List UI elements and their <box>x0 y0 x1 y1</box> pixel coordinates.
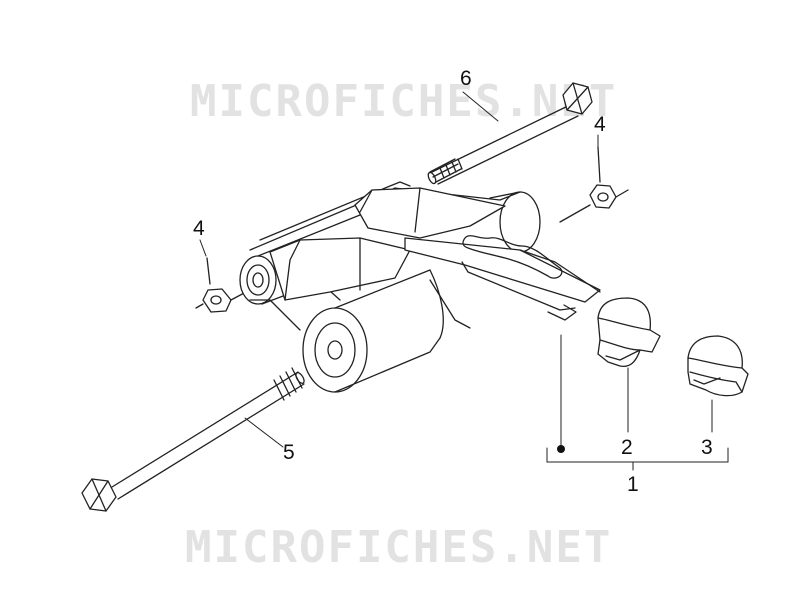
part-2-bushing <box>597 297 661 368</box>
leader-lines <box>199 91 729 471</box>
callout-3: 3 <box>701 436 713 459</box>
swing-arm-body <box>239 181 601 393</box>
bolt-6 <box>427 82 593 185</box>
watermark-top: MICROFICHES.NET <box>190 76 618 127</box>
callout-1: 1 <box>627 473 639 496</box>
callout-5: 5 <box>283 441 295 464</box>
callout-4-left: 4 <box>193 217 205 240</box>
nut-left <box>195 257 247 313</box>
callout-6: 6 <box>460 67 472 90</box>
watermark-bottom: MICROFICHES.NET <box>185 522 613 573</box>
callout-4-right: 4 <box>594 113 606 136</box>
part-3-bushing <box>687 335 749 397</box>
bolt-5 <box>81 367 305 512</box>
nut-right <box>559 146 629 223</box>
reference-dot <box>557 445 565 453</box>
callout-2: 2 <box>621 436 633 459</box>
